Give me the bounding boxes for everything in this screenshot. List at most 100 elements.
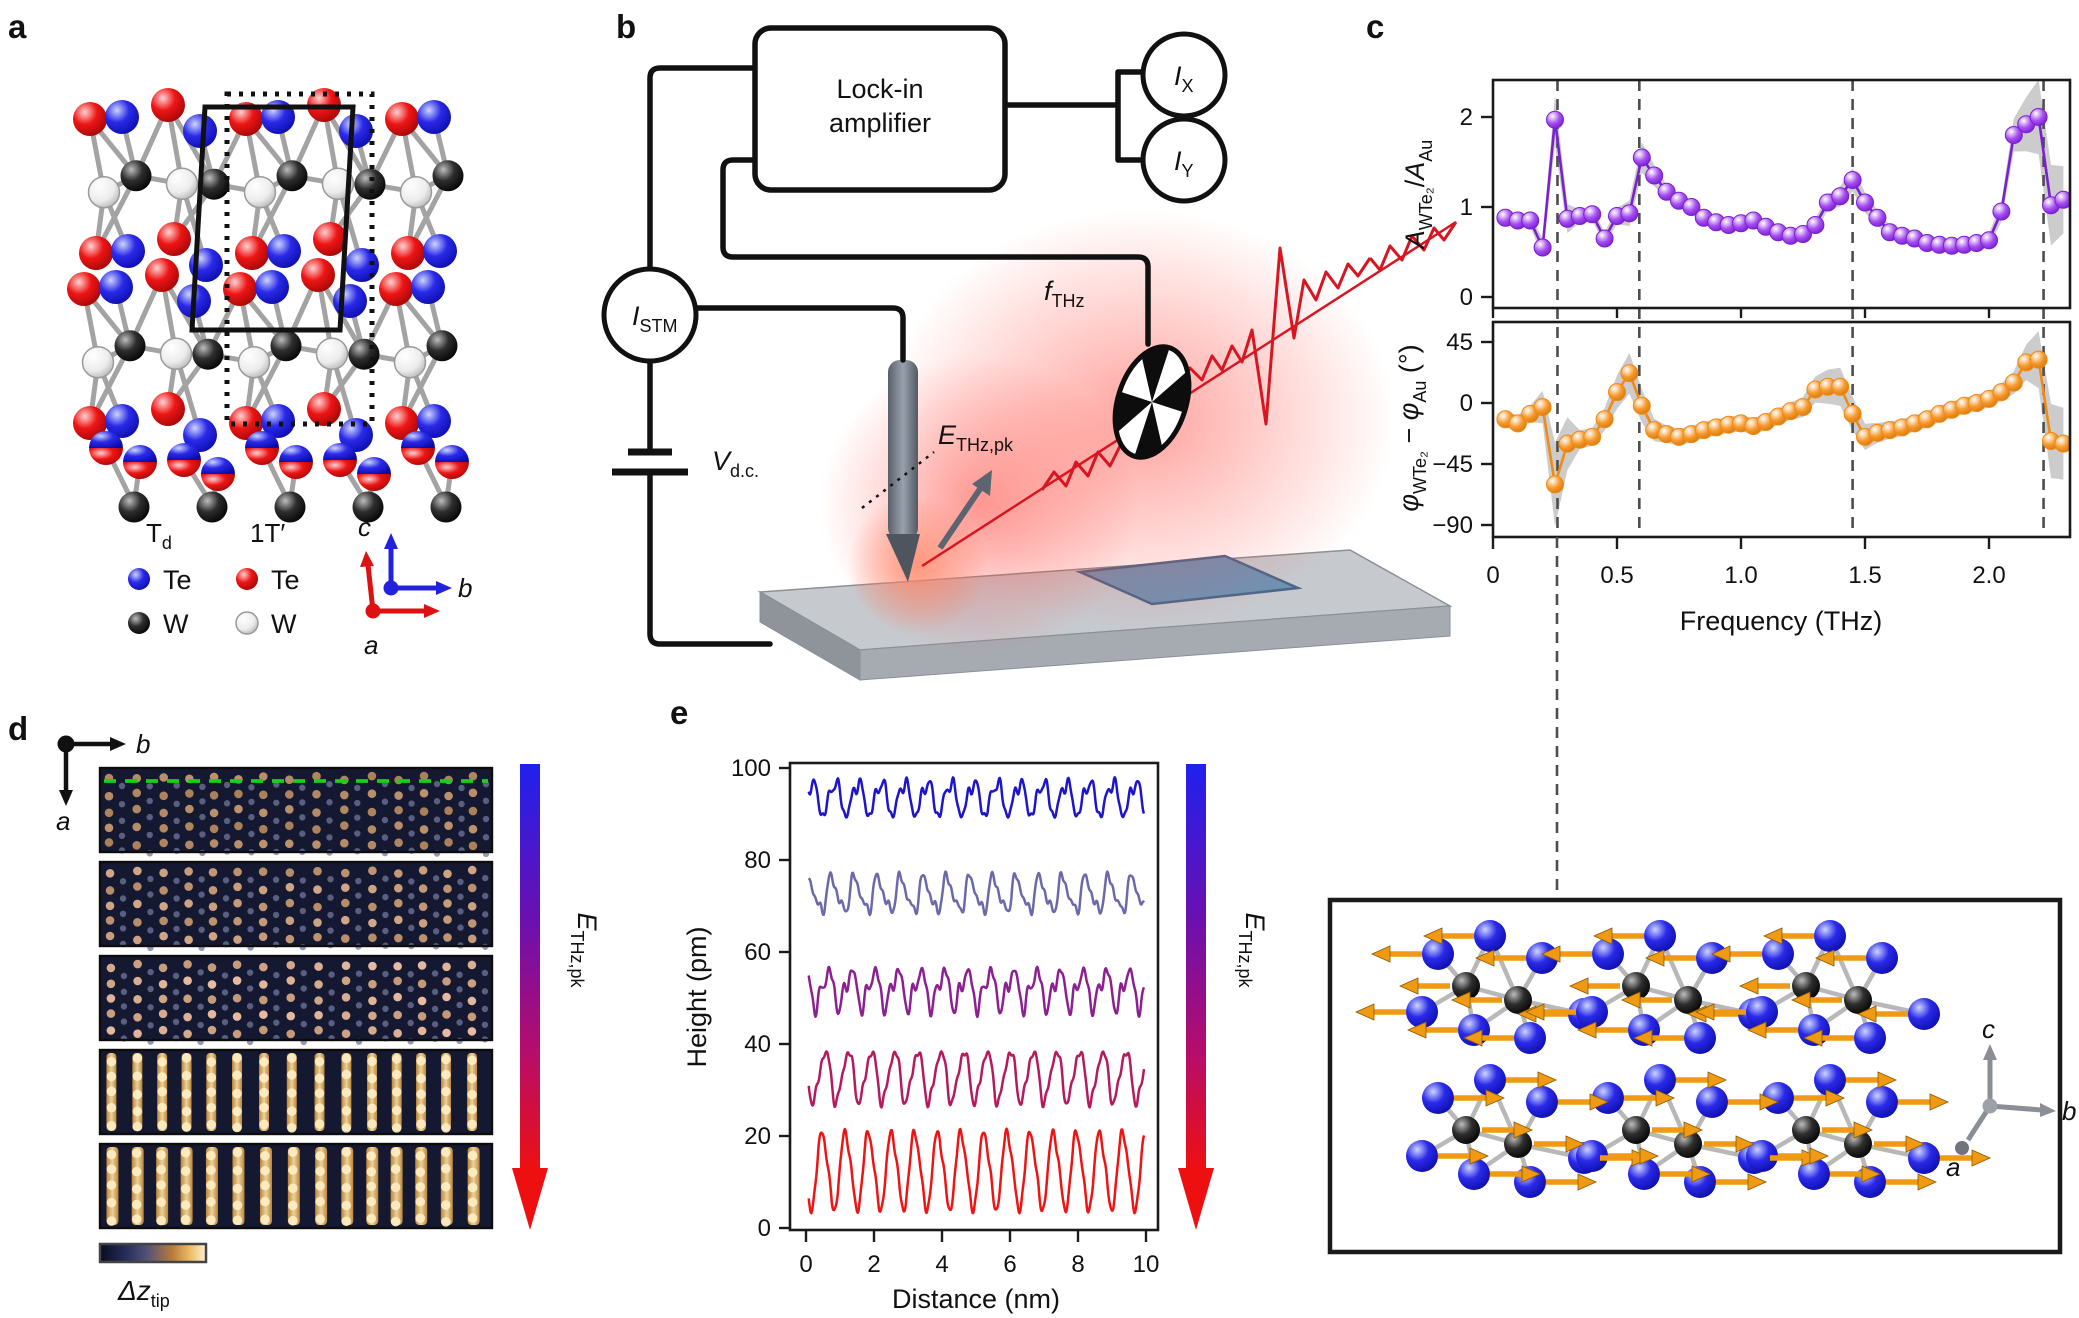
- crystal-axes-widget: c b a: [358, 512, 472, 660]
- crystal-structure-drawing: [67, 88, 469, 523]
- output-x-label: IX: [1174, 61, 1194, 96]
- tick-label: 4: [935, 1251, 948, 1278]
- stm-tip-apex: [886, 534, 920, 582]
- tick-label: −90: [1432, 512, 1473, 539]
- tick-label: 40: [744, 1031, 771, 1058]
- lockin-output-x-circle: [1140, 31, 1228, 119]
- field-arrow-head-d: [512, 1168, 548, 1230]
- panel-label-b: b: [616, 8, 636, 45]
- tick-label: 0: [1486, 562, 1499, 589]
- tick-label: 0: [758, 1215, 771, 1242]
- w-white-label: W: [271, 609, 297, 639]
- field-arrow-label-d: ETHz,pk: [567, 912, 602, 988]
- stm-image-strips: [98, 766, 494, 1230]
- tick-label: 0: [1460, 390, 1473, 417]
- phase-td-title: Td: [146, 518, 172, 553]
- te-blue-legend-dot: [128, 568, 150, 590]
- error-bands: [1505, 80, 2064, 527]
- phase-diff-ylabel: φWTe₂ − φAu (°): [1394, 344, 1430, 511]
- stm-current-label: ISTM: [632, 301, 678, 336]
- axis-b-label: b: [2062, 1096, 2076, 1126]
- height-profile-trace: [807, 965, 1146, 1019]
- distance-xlabel: Distance (nm): [892, 1284, 1060, 1314]
- panel-b: b fTHz: [601, 8, 1458, 681]
- efield-dotted-line: [861, 451, 935, 509]
- panel-d: d b a Δztip ETHz,pk: [8, 710, 602, 1311]
- height-profile-trace: [807, 1127, 1146, 1215]
- te-red-label: Te: [271, 565, 300, 595]
- axis-b-label: b: [458, 573, 472, 603]
- axis-a-label: a: [1946, 1152, 1960, 1182]
- chopper-frequency-label: fTHz: [1044, 276, 1085, 311]
- stm-strip-5: [98, 1142, 494, 1230]
- lockin-amplifier-box: [752, 25, 1008, 193]
- height-ylabel: Height (pm): [682, 926, 712, 1067]
- te-red-legend-dot: [236, 568, 258, 590]
- height-colorbar: [98, 1242, 208, 1264]
- optical-chopper: [1112, 344, 1192, 460]
- height-profile-trace: [807, 776, 1146, 819]
- axes-origin-red: [365, 603, 381, 619]
- panel-label-a: a: [8, 8, 27, 45]
- thz-pulse-main: [1176, 246, 1372, 426]
- dc-battery: [612, 448, 688, 476]
- tick-label: 100: [731, 755, 771, 782]
- tick-label: 60: [744, 939, 771, 966]
- efield-arrow: [937, 484, 985, 550]
- efield-peak-label: ETHz,pk: [938, 420, 1014, 455]
- line-profiles: [807, 776, 1146, 1215]
- stm-strip-3: [98, 954, 494, 1046]
- field-arrow-head-e: [1178, 1168, 1214, 1230]
- tick-label: 0.5: [1600, 562, 1633, 589]
- image-axes-widget: b a: [56, 729, 150, 836]
- panel-label-e: e: [670, 694, 688, 731]
- lockin-label-line2: amplifier: [829, 108, 931, 138]
- legend-phase-td: Td Te W: [128, 518, 192, 639]
- panel-label-d: d: [8, 710, 28, 747]
- tick-label: 0: [799, 1251, 812, 1278]
- output-y-label: IY: [1174, 146, 1194, 181]
- unit-cell-1tprime-dotted: [224, 91, 375, 427]
- thz-pulse-small: [1368, 221, 1458, 272]
- te-blue-label: Te: [163, 565, 192, 595]
- w-white-legend-dot: [235, 611, 259, 635]
- tick-label: 10: [1133, 1251, 1160, 1278]
- field-strength-arrow-d: [520, 764, 540, 1170]
- w-black-label: W: [163, 609, 189, 639]
- axis-a-label: a: [364, 630, 378, 660]
- axes-origin-blue: [383, 580, 399, 596]
- frequency-xlabel: Frequency (THz): [1680, 606, 1883, 636]
- dc-bias-label: Vd.c.: [712, 446, 759, 481]
- stm-tip-shaft: [888, 360, 918, 540]
- inset-axes-widget: c b a: [1946, 1014, 2076, 1182]
- phase-1tprime-title: 1T′: [250, 518, 285, 548]
- tick-label: 80: [744, 847, 771, 874]
- phonon-mode-inset: c b a: [1327, 537, 2076, 1255]
- tick-label: 2.0: [1972, 562, 2005, 589]
- legend-phase-1tprime: 1T′ Te W: [235, 518, 300, 639]
- axis-a-label: a: [56, 806, 70, 836]
- tick-label: 6: [1003, 1251, 1016, 1278]
- lockin-output-y-circle: [1140, 116, 1228, 204]
- tick-label: 1.5: [1848, 562, 1881, 589]
- height-profile-trace: [807, 1050, 1146, 1109]
- lockin-label-line1: Lock-in: [836, 74, 923, 104]
- spectra-series: [1496, 108, 2070, 494]
- stm-current-circle: [601, 266, 699, 364]
- colorbar-label: Δztip: [117, 1275, 170, 1311]
- efield-arrowhead: [972, 470, 992, 496]
- circuit-wires: [647, 65, 1151, 647]
- tick-label: 20: [744, 1123, 771, 1150]
- tick-label: 0: [1460, 284, 1473, 311]
- thz-pulse-near-tip: [1040, 445, 1122, 491]
- tick-label: −45: [1432, 451, 1473, 478]
- unit-cell-td-solid: [189, 104, 356, 333]
- field-strength-arrow-e: [1186, 764, 1206, 1170]
- axis-c-label: c: [1982, 1014, 1995, 1044]
- tick-label: 8: [1071, 1251, 1084, 1278]
